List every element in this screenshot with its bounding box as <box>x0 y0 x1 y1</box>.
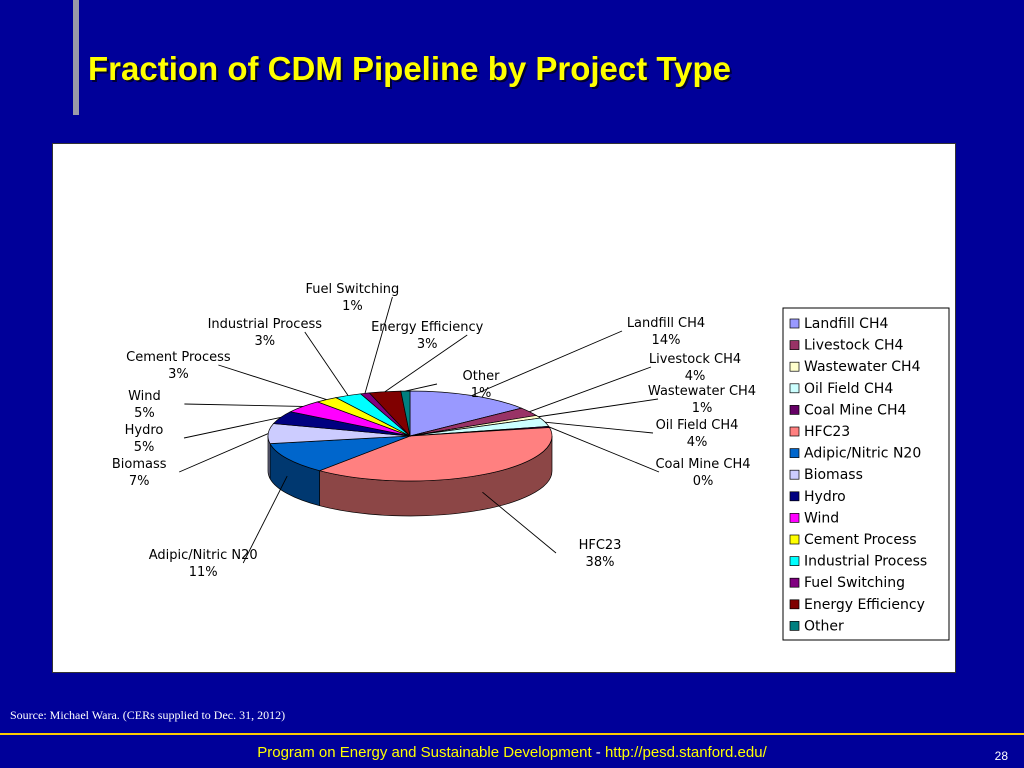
footer: Program on Energy and Sustainable Develo… <box>0 744 1024 761</box>
legend-label-livestock-ch4: Livestock CH4 <box>804 338 903 354</box>
legend-swatch-cement-process <box>789 534 800 545</box>
footer-divider <box>0 733 1024 735</box>
legend-label-cement-process: Cement Process <box>804 532 917 548</box>
legend-swatch-wind <box>789 513 800 523</box>
data-label-hfc23: HFC23 <box>579 538 622 553</box>
legend-label-biomass: Biomass <box>804 467 863 483</box>
page-number: 28 <box>994 749 1008 763</box>
data-label-cement-process: Cement Process <box>126 350 231 365</box>
slide-title: Fraction of CDM Pipeline by Project Type <box>88 50 731 87</box>
legend-frame <box>782 307 950 641</box>
legend-swatch-biomass <box>789 469 800 480</box>
leader-line-oil-field-ch4 <box>545 421 654 434</box>
data-label-livestock-ch4: Livestock CH4 <box>649 352 741 367</box>
legend-swatch-energy-efficiency <box>789 599 800 610</box>
leader-line-energy-efficiency <box>384 334 468 393</box>
legend-label-wind: Wind <box>804 510 839 526</box>
leader-line-hfc23 <box>482 491 557 554</box>
pie-top-faces <box>267 390 553 482</box>
data-label-hydro: Hydro <box>125 423 164 438</box>
data-value-industrial-process: 3% <box>254 334 275 349</box>
legend-label-hydro: Hydro <box>804 489 846 505</box>
pie-side-walls <box>267 435 553 517</box>
leader-line-coal-mine-ch4 <box>548 426 660 473</box>
data-value-oil-field-ch4: 4% <box>687 435 708 450</box>
source-note: Source: Michael Wara. (CERs supplied to … <box>10 708 286 722</box>
legend-label-landfill-ch4: Landfill CH4 <box>804 316 888 332</box>
data-value-other: 1% <box>471 386 492 401</box>
leader-line-fuel-switching <box>364 296 393 394</box>
legend-label-wastewater-ch4: Wastewater CH4 <box>804 359 921 375</box>
data-label-wastewater-ch4: Wastewater CH4 <box>648 384 756 399</box>
legend-swatch-landfill-ch4 <box>789 318 800 329</box>
pie-slice-adipic-nitric-n20 <box>269 435 411 472</box>
legend-swatch-other <box>789 621 800 631</box>
data-label-wind: Wind <box>128 389 161 404</box>
legend-label-hfc23: HFC23 <box>804 424 850 440</box>
data-value-livestock-ch4: 4% <box>685 369 706 384</box>
data-label-energy-efficiency: Energy Efficiency <box>371 320 484 335</box>
legend-swatch-livestock-ch4 <box>789 340 800 350</box>
data-label-coal-mine-ch4: Coal Mine CH4 <box>655 457 750 472</box>
footer-url[interactable]: http://pesd.stanford.edu/ <box>604 744 767 761</box>
data-value-wind: 5% <box>134 406 155 421</box>
leader-line-livestock-ch4 <box>529 366 652 413</box>
leader-line-hydro <box>183 416 281 439</box>
data-label-industrial-process: Industrial Process <box>208 317 323 332</box>
legend-label-industrial-process: Industrial Process <box>804 554 927 570</box>
legend-label-fuel-switching: Fuel Switching <box>804 575 905 591</box>
data-value-energy-efficiency: 3% <box>417 337 438 352</box>
leader-line-cement-process <box>218 364 327 401</box>
leader-line-landfill-ch4 <box>471 330 623 396</box>
legend-label-other: Other <box>804 618 844 634</box>
legend-swatch-industrial-process <box>789 556 800 566</box>
data-label-other: Other <box>463 369 501 384</box>
leader-line-adipic-nitric-n20 <box>242 475 288 564</box>
data-value-biomass: 7% <box>129 474 150 489</box>
data-value-adipic-nitric-n20: 11% <box>189 565 218 580</box>
data-value-coal-mine-ch4: 0% <box>693 474 714 489</box>
leader-line-industrial-process <box>304 331 349 396</box>
data-value-fuel-switching: 1% <box>342 299 363 314</box>
data-label-adipic-nitric-n20: Adipic/Nitric N20 <box>149 548 258 563</box>
data-value-wastewater-ch4: 1% <box>692 401 713 416</box>
legend-label-energy-efficiency: Energy Efficiency <box>804 597 925 613</box>
leader-line-wastewater-ch4 <box>538 398 659 418</box>
title-accent-bar <box>73 0 79 115</box>
legend-swatch-wastewater-ch4 <box>789 361 800 372</box>
legend-label-coal-mine-ch4: Coal Mine CH4 <box>804 402 906 418</box>
data-value-hfc23: 38% <box>586 555 615 570</box>
pie-slice-hfc23 <box>318 427 553 482</box>
data-label-oil-field-ch4: Oil Field CH4 <box>656 418 739 433</box>
data-value-hydro: 5% <box>134 440 155 455</box>
data-label-fuel-switching: Fuel Switching <box>305 282 399 297</box>
legend-swatch-hfc23 <box>789 426 800 437</box>
legend-swatch-oil-field-ch4 <box>789 383 800 394</box>
leader-line-other <box>405 383 438 392</box>
legend-swatch-fuel-switching <box>789 577 800 588</box>
legend-swatch-adipic-nitric-n20 <box>789 448 800 458</box>
pie-slice-other <box>400 390 411 437</box>
leader-line-wind <box>184 403 303 407</box>
legend-label-adipic-nitric-n20: Adipic/Nitric N20 <box>804 446 921 462</box>
footer-text: Program on Energy and Sustainable Develo… <box>257 744 592 761</box>
footer-separator: - <box>591 744 605 761</box>
leader-line-biomass <box>179 433 269 473</box>
data-value-landfill-ch4: 14% <box>652 333 681 348</box>
legend-label-oil-field-ch4: Oil Field CH4 <box>804 381 893 397</box>
data-value-cement-process: 3% <box>168 367 189 382</box>
data-label-biomass: Biomass <box>112 457 167 472</box>
data-label-landfill-ch4: Landfill CH4 <box>627 316 705 331</box>
legend-swatch-hydro <box>789 491 800 502</box>
pie-slice-landfill-ch4 <box>409 390 523 437</box>
legend-swatch-coal-mine-ch4 <box>789 405 800 415</box>
